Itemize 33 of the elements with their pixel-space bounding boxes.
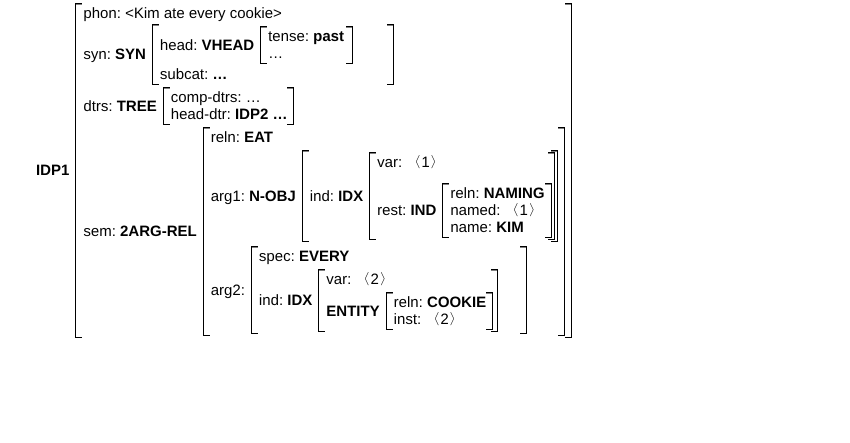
attribute-value-matrix (377, 183, 552, 238)
feature-type-label: ind: IDX (310, 188, 364, 204)
feature-value: … (268, 45, 284, 62)
feature-type-label: rest: IND (377, 202, 436, 219)
feature-value: name: KIM (450, 219, 525, 236)
feature-value: reln: EAT (210, 129, 274, 146)
attribute-value-matrix (160, 26, 353, 64)
feature-type-label: sem: 2ARG-REL (83, 223, 197, 240)
feature-type-label: ind: IDX (258, 292, 312, 309)
feature-type-label: arg2: (210, 282, 245, 298)
feature-value: tense: past (268, 28, 344, 45)
feature-value: reln: COOKIE (394, 294, 486, 311)
feature-type-label: IDP1 (36, 162, 70, 179)
feature-value: subcat: … (160, 66, 228, 83)
feature-type-label: ENTITY (326, 302, 380, 320)
feature-type-label: dtrs: TREE (83, 98, 157, 114)
feature-value: inst: 〈2〉 (394, 311, 465, 328)
attribute-value-matrix (210, 150, 558, 242)
feature-type-label: syn: SYN (83, 46, 146, 63)
attribute-value-matrix (83, 127, 565, 336)
feature-value: var: 〈1〉 (377, 154, 446, 171)
feature-value: spec: EVERY (258, 248, 350, 265)
feature-value: comp-dtrs: … (170, 89, 262, 106)
attribute-value-matrix (310, 152, 555, 240)
feature-value: named: 〈1〉 (450, 202, 544, 219)
feature-value: phon: <Kim ate every cookie> (83, 5, 283, 22)
feature-type-label: arg1: N-OBJ (210, 188, 296, 204)
feature-type-label: head: VHEAD (160, 36, 254, 54)
feature-value: reln: NAMING (450, 185, 545, 202)
attribute-value-matrix (258, 269, 498, 332)
feature-value: head-dtr: IDP2 … (170, 106, 288, 123)
feature-value: var: 〈2〉 (326, 271, 395, 288)
attribute-value-matrix (326, 292, 494, 330)
